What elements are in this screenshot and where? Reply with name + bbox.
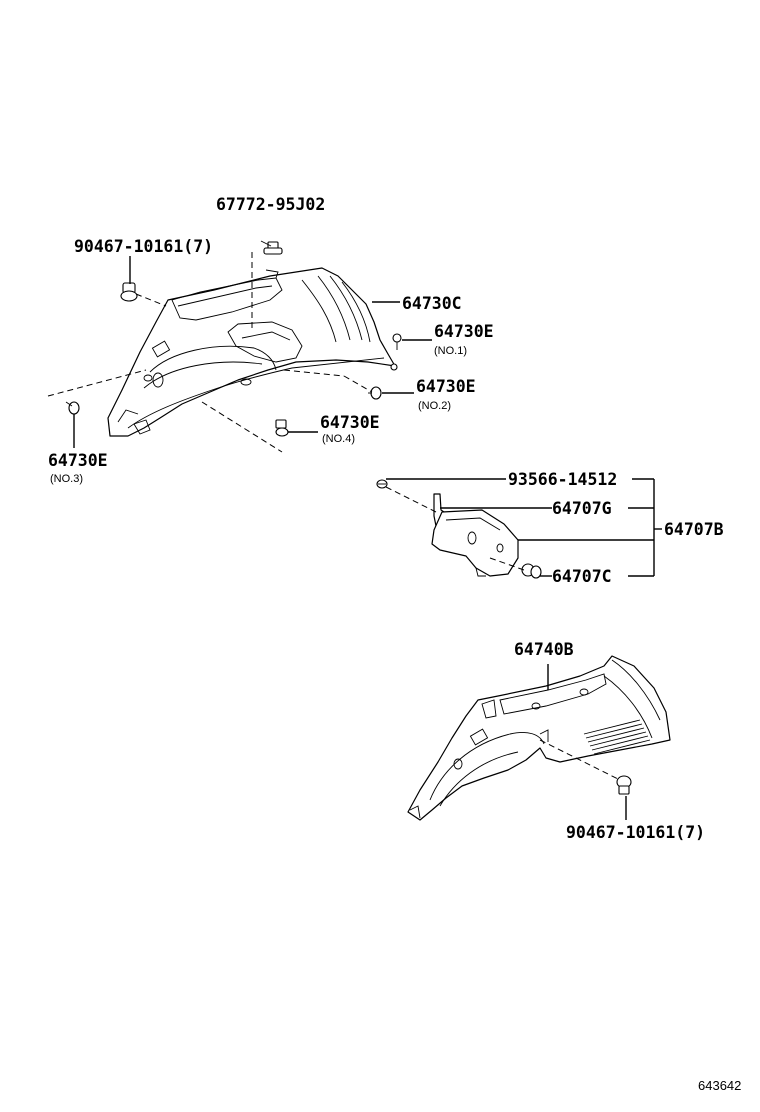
label-64707B: 64707B — [664, 520, 724, 539]
note-no2: (NO.2) — [418, 400, 451, 412]
label-64707C: 64707C — [552, 567, 612, 586]
label-64740B: 64740B — [514, 640, 574, 659]
diagram-reference-number: 643642 — [698, 1078, 741, 1093]
note-no1: (NO.1) — [434, 345, 467, 357]
clip-no3-icon — [65, 401, 80, 415]
label-90467-upper: 90467-10161(7) — [74, 237, 213, 256]
label-93566-14512: 93566-14512 — [508, 470, 617, 489]
clip-90467-lower-icon — [616, 775, 632, 795]
assembly-dashes — [385, 486, 525, 571]
label-64730E-no3: 64730E — [48, 451, 108, 470]
clip-90467-upper-icon — [120, 282, 138, 302]
upper-trim-panel — [107, 267, 396, 437]
clip-no2-icon — [368, 386, 382, 400]
upper-leaders — [73, 256, 432, 448]
label-64730E-no2: 64730E — [416, 377, 476, 396]
label-64707G: 64707G — [552, 499, 612, 518]
assembly-leaders — [386, 478, 662, 577]
label-90467-lower: 90467-10161(7) — [566, 823, 705, 842]
bracket-assembly — [376, 479, 542, 579]
upper-assembly-dashes — [47, 252, 373, 453]
label-64730C: 64730C — [402, 294, 462, 313]
clip-no4-icon — [275, 419, 289, 437]
label-64730E-no1: 64730E — [434, 322, 494, 341]
clip-no1-icon — [390, 333, 402, 371]
clip-67772-icon — [260, 240, 283, 255]
note-no4: (NO.4) — [322, 433, 355, 445]
lower-leaders — [547, 664, 627, 820]
lower-trim-panel — [407, 655, 671, 821]
label-67772-95J02: 67772-95J02 — [216, 195, 325, 214]
note-no3: (NO.3) — [50, 473, 83, 485]
label-64730E-no4: 64730E — [320, 413, 380, 432]
vent-grille — [583, 719, 651, 755]
lower-dashes — [539, 739, 621, 781]
